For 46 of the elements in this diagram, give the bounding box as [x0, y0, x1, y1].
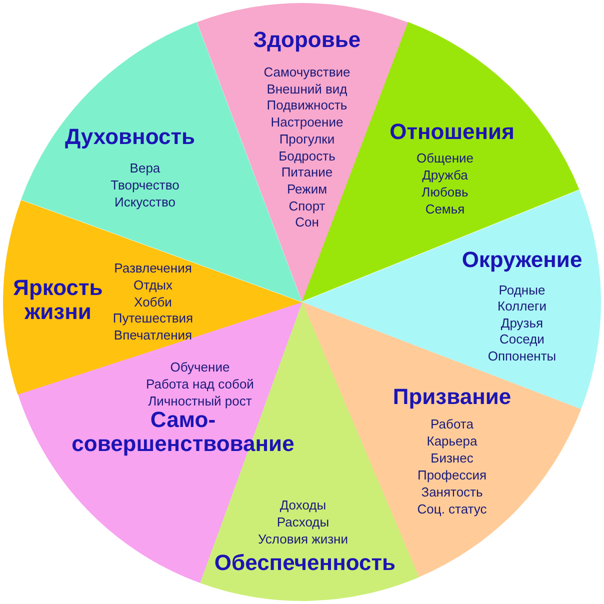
list-item: Друзья: [500, 315, 544, 330]
sector-heading: Духовность: [64, 124, 196, 149]
list-item: Впечатления: [114, 328, 192, 343]
list-item: Общение: [416, 150, 474, 166]
list-item: Вера: [130, 160, 160, 176]
list-item: Занятость: [421, 484, 483, 500]
list-item: Соседи: [500, 332, 544, 347]
sector-heading: Отношения: [390, 120, 514, 144]
list-item: Настроение: [270, 114, 344, 130]
sector-heading: Окружение: [462, 248, 582, 272]
list-item: Профессия: [417, 468, 487, 482]
list-item: Доходы: [280, 498, 326, 512]
list-item: Искусство: [114, 194, 176, 210]
list-item: Условия жизни: [258, 532, 348, 546]
list-item: Питание: [281, 164, 333, 180]
list-item: Карьера: [426, 434, 478, 448]
list-item: Самочувствие: [264, 64, 350, 80]
list-item: Любовь: [422, 184, 468, 200]
list-item: Сон: [295, 214, 319, 230]
list-item: Оппоненты: [488, 348, 556, 364]
list-item: Прогулки: [279, 131, 335, 146]
list-item: Режим: [286, 181, 328, 196]
sector-heading: Обеспеченность: [214, 551, 396, 575]
list-item: Личностный рост: [148, 394, 252, 408]
list-item: Обучение: [170, 360, 230, 374]
list-item: Дружба: [422, 167, 468, 182]
list-item: Коллеги: [498, 298, 546, 314]
list-item: Спорт: [288, 198, 326, 214]
list-item: Соц. статус: [417, 502, 487, 516]
sector-heading: Яркость жизни: [13, 276, 103, 324]
sector-heading: Призвание: [392, 385, 512, 409]
list-item: Отдых: [133, 277, 173, 292]
list-item: Хобби: [134, 294, 172, 310]
sector-heading: Здоровье: [253, 28, 361, 52]
list-item: Работа: [430, 416, 474, 432]
list-item: Бизнес: [430, 450, 474, 466]
list-item: Родные: [498, 282, 546, 298]
list-item: Расходы: [276, 514, 330, 530]
list-item: Семья: [425, 201, 465, 216]
list-item: Подвижность: [266, 98, 348, 113]
list-item: Работа над собой: [146, 376, 254, 392]
list-item: Бодрость: [278, 148, 336, 163]
list-item: Развлечения: [114, 260, 192, 276]
list-item: Внешний вид: [266, 81, 348, 96]
list-item: Творчество: [110, 177, 180, 192]
list-item: Путешествия: [112, 310, 194, 326]
